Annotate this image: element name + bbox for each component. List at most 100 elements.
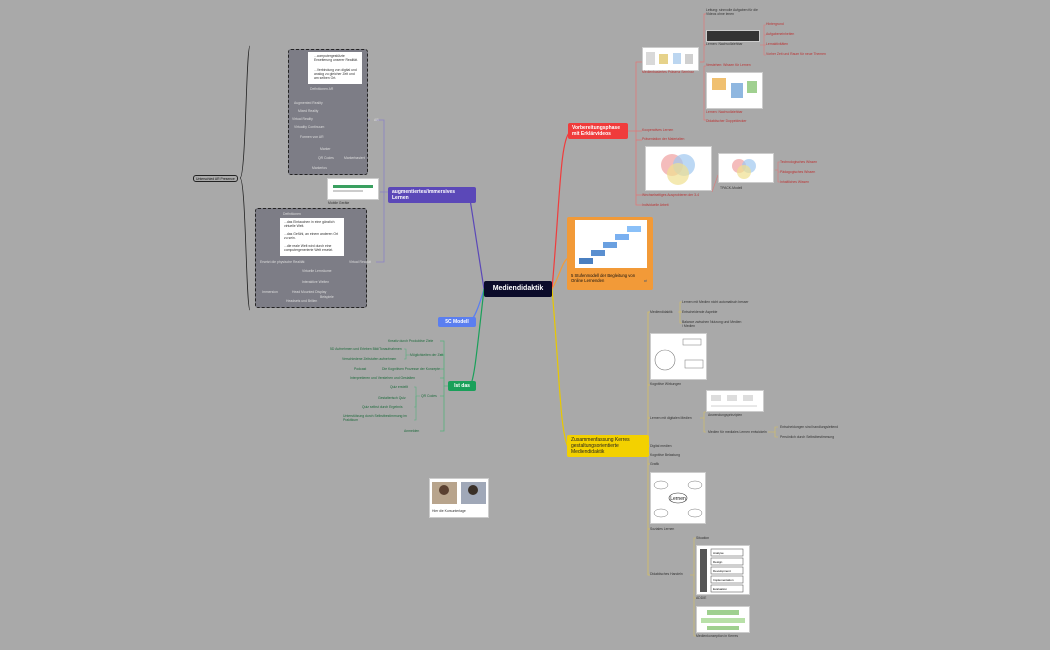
vr-item-23: Interaktive Welten xyxy=(302,279,330,284)
green-item-11: Unterstützung durch Selbstbestimmung im … xyxy=(343,414,407,423)
vr-def-3: ...die reale Welt wird durch eine comput… xyxy=(284,244,334,253)
lernen-center-text: Lernen xyxy=(670,496,686,502)
vr-item-20: Virtual Realität xyxy=(349,259,371,264)
venn-image xyxy=(645,146,712,191)
addie-step-evaluation: Evaluation xyxy=(713,587,727,591)
ar-item-3: Augmented Reality xyxy=(294,100,323,105)
ar-def-2: ...Verbindung von digital und analog zu … xyxy=(314,68,357,81)
ar-definition-card: ...computergestützte Erweiterung unserer… xyxy=(308,52,362,84)
ar-item-5: Virtual Reality xyxy=(292,116,313,121)
photo-node[interactable]: Hier die Kursunterlage xyxy=(429,478,489,518)
vr-item-22: Virtuelle Lernräume xyxy=(302,268,332,273)
ar-def-1: ...computergestützte Erweiterung unserer… xyxy=(314,54,358,63)
root-node[interactable]: Mediendidaktik xyxy=(484,281,552,297)
yellow-item-0: Mediendidaktik xyxy=(650,310,673,314)
yellow-item-11: Kognitive Belastung xyxy=(650,453,680,457)
red-item-5: Lernaktivitäten xyxy=(766,42,789,46)
ar-item-7: Formen von AR xyxy=(300,134,324,139)
red-item-3: Hintergrund xyxy=(766,22,784,26)
yellow-item-4: Kognitive Wirkungen xyxy=(650,382,682,386)
tpack-image xyxy=(718,153,774,183)
green-item-6: Interpretieren und Verstehen und Gestalt… xyxy=(350,376,416,380)
addie-step-design: Design xyxy=(713,560,723,564)
modell5c-node[interactable]: 5C Modell xyxy=(438,317,476,327)
yellow-item-5: Lernen mit digitalen Medien xyxy=(650,416,692,420)
red-item-9: Didaktischer Doppeldecker xyxy=(706,119,747,123)
video-image xyxy=(706,30,760,42)
faces-image xyxy=(432,482,486,504)
ar-item-4: Mixed Reality xyxy=(298,108,319,113)
green-item-9: QR Codes xyxy=(421,394,437,398)
yellow-item-15: Didaktisches Handeln xyxy=(650,572,683,576)
green-item-5: Die Kognitiven Prozesse der Konzepte xyxy=(382,367,441,371)
addie-step-implementation: Implementation xyxy=(713,578,734,582)
yellow-item-12: Grafik xyxy=(650,462,660,466)
ar-item-10: QR Codes xyxy=(318,155,334,160)
seminar-image xyxy=(642,47,699,71)
green-item-12: Anmelden xyxy=(404,429,420,433)
ar-presence-node[interactable]: Unterschied AR Presence xyxy=(193,175,238,183)
red-item-14: Technologisches Wissen xyxy=(780,160,818,164)
vr-item-21: Ersetzt die physische Realität xyxy=(260,259,305,264)
yellow-item-1: Lernen mit Medien nicht automatisch bess… xyxy=(682,300,749,304)
vorbereitung-node[interactable]: Vorbereitungsphase mit Erklärvideos xyxy=(568,123,628,139)
vr-def-2: ...das Gefühl, an einem anderen Ort zu s… xyxy=(284,232,339,241)
lernen-image: Lernen xyxy=(650,472,706,524)
yellow-item-8: Entscheidungen sind handlungsleitend xyxy=(780,425,839,429)
zusammenfassung-node[interactable]: Zusammenfassung Kerres gestaltungsorient… xyxy=(567,435,649,457)
red-item-1: Leitung: sinnvolle Aufgaben für die Vide… xyxy=(706,8,758,17)
augmentiert-node[interactable]: augmentiertes/immersives Lernen xyxy=(388,187,476,203)
red-item-4: Aufgabeneinheiten xyxy=(766,32,795,36)
red-item-7: Verstehen: Wissen für Lernen xyxy=(706,63,751,67)
ar-item-11: Markerbasiert xyxy=(344,155,365,160)
yellow-item-16: Situation xyxy=(696,536,710,540)
vr-item-25: Beispiele xyxy=(320,294,334,299)
addie-image: Analyse Design Development Implementatio… xyxy=(696,545,750,595)
red-item-0: Medienbasiertes Präsenz Seminar xyxy=(642,70,694,74)
red-item-16: Inhaltliches Wissen xyxy=(780,180,810,184)
yellow-item-10: Digital medien xyxy=(650,444,672,448)
red-item-10: Kooperatives Lernen xyxy=(642,128,674,132)
addie-step-analyse: Analyse xyxy=(713,551,724,555)
vr-item-26: Headsets und Brillen xyxy=(286,298,318,303)
yellow-item-14: Soziales Lernen xyxy=(650,527,675,531)
green-item-4: Podcast xyxy=(354,367,367,371)
addie-step-development: Development xyxy=(713,569,731,573)
yellow-item-23: Medienkonzeption in Kerres xyxy=(696,634,739,638)
green-item-1: 5D Aufnehmen und Erleben Bild/Tonaufnahm… xyxy=(330,347,402,351)
green-item-3: Verschiedene Zeitstufen aufnehmen xyxy=(342,357,397,361)
stufen-label: 5 Stufenmodell der Begleitung von Online… xyxy=(571,273,636,283)
yellow-item-9: Persönlich durch Selbstbestimmung xyxy=(780,435,835,439)
konzeption-image xyxy=(696,606,750,633)
green-item-2: Möglichkeiten der Zeit xyxy=(410,353,444,357)
link-icon[interactable]: ⇄ xyxy=(644,279,648,283)
ar-item-2: Definitionen AR xyxy=(310,87,334,91)
vr-item-19: Immersion xyxy=(262,289,278,294)
red-item-8: Lernen: Nachvollziehbar xyxy=(706,110,743,114)
vr-def-1: ...das Eintauchen in eine gänzlich virtu… xyxy=(284,220,335,229)
ar-item-12: Markerlos xyxy=(312,165,327,170)
stufen-node[interactable]: 5 Stufenmodell der Begleitung von Online… xyxy=(567,217,653,290)
lernbar-node[interactable]: Ist das xyxy=(448,381,476,391)
red-item-12: Wechselseitiges Ausprobieren der 3-4 xyxy=(642,193,700,197)
yellow-item-22: ADDIE xyxy=(696,596,707,600)
photo-label: Hier die Kursunterlage xyxy=(432,509,466,513)
vr-item-15: Definitionen xyxy=(283,212,301,216)
vr-item-24: Head Mounted Display xyxy=(292,289,327,294)
red-item-2: Lernen: Nachvollziehbar xyxy=(706,42,743,46)
green-item-8: Gestalterisch Quiz xyxy=(378,396,406,400)
green-item-0: Kreativ durch Produktive Ziele xyxy=(388,339,434,343)
red-item-6: Vorher Zeit und Raum für neue Themen xyxy=(766,52,826,56)
green-item-10: Quiz selbst durch Ergebnis xyxy=(362,405,403,409)
yellow-item-3: Balance zwischen Nutzung und Medien / Me… xyxy=(682,320,742,329)
ar-item-6: Virtuality Continuum xyxy=(294,124,325,129)
yellow-item-2: Entscheidende Aspekte xyxy=(682,310,718,314)
vr-definition-card: ...das Eintauchen in eine gänzlich virtu… xyxy=(280,218,344,256)
yellow-item-6: Anwendungsprinzipien xyxy=(708,413,743,417)
red-item-17: Individuelle Arbeit xyxy=(642,203,669,207)
red-item-13: TPACK-Modell xyxy=(720,186,743,190)
ar-item-8: AR xyxy=(374,117,379,122)
green-item-7: Quiz erstellt xyxy=(390,385,408,389)
red-item-15: Pädagogisches Wissen xyxy=(780,170,816,174)
